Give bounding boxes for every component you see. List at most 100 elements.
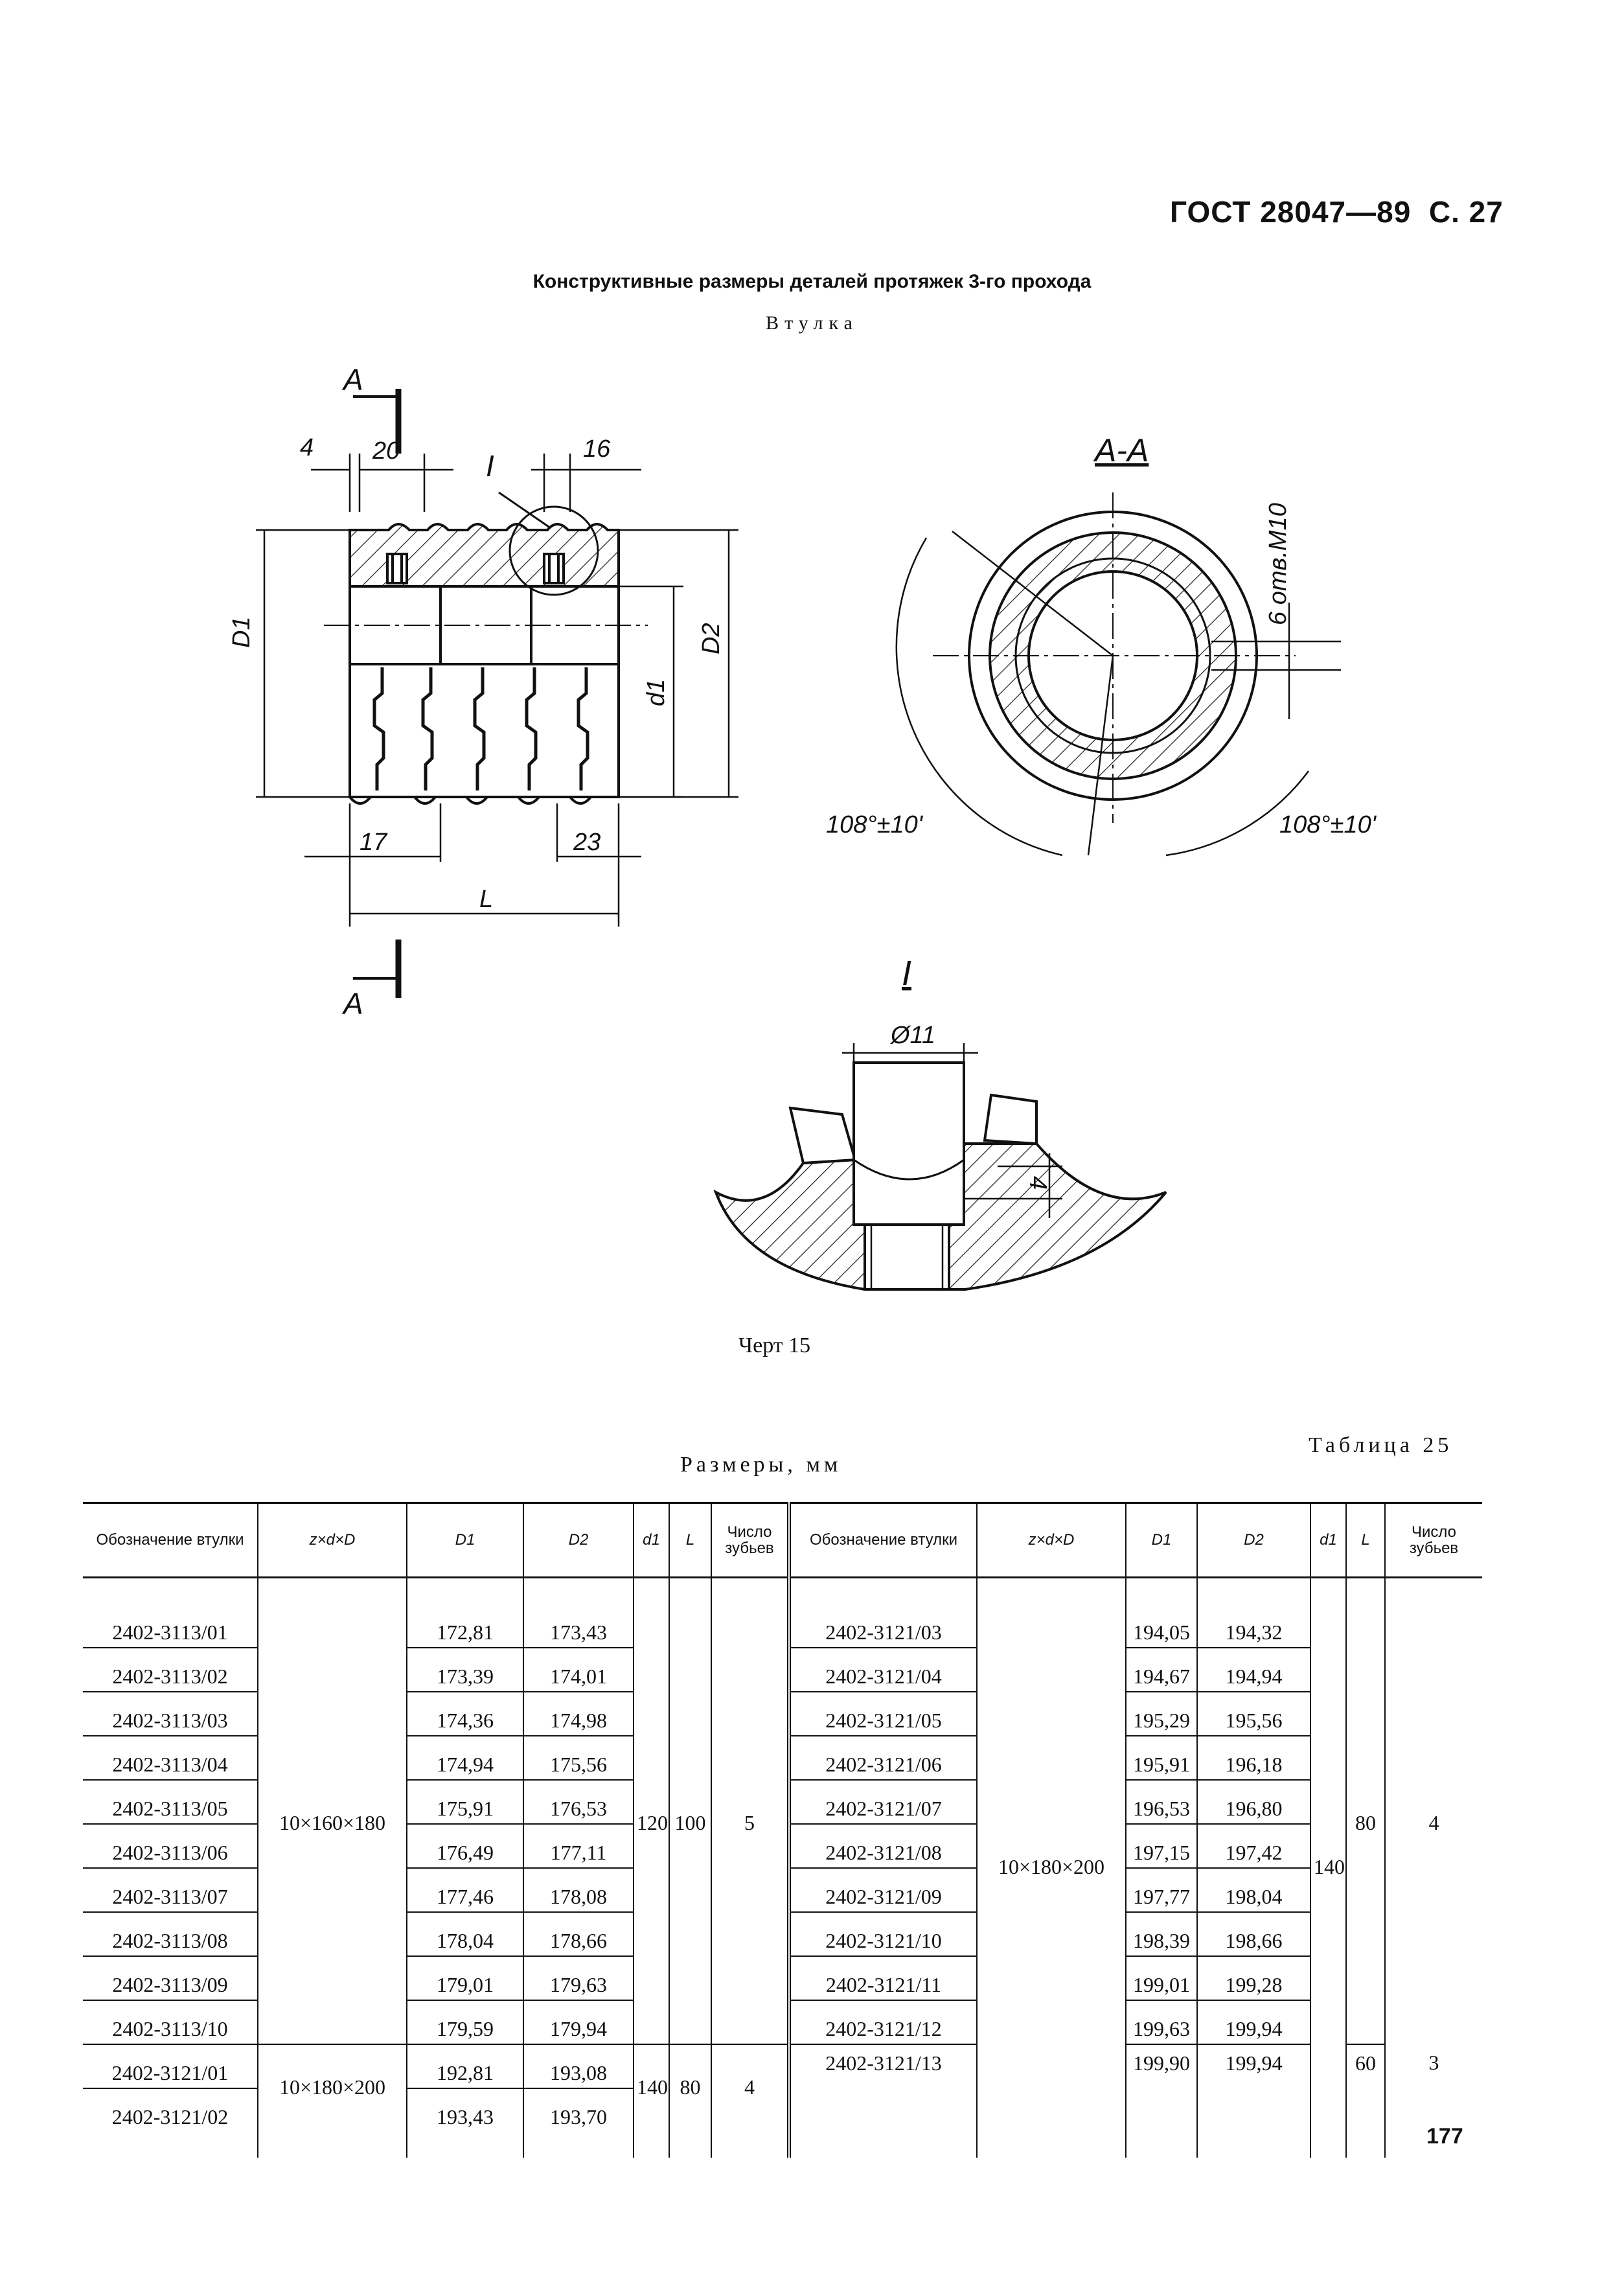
D1-cell: 199,90 [1125,2044,1198,2132]
section-mark-top: А [341,363,363,397]
zdD-group1: 10×160×180 [257,1604,407,2045]
dim-4: 4 [300,434,314,461]
D2-cell: 198,04 [1196,1868,1311,1913]
page-header: ГОСТ 28047—89 С. 27 [1170,194,1504,229]
designation-cell: 2402-3121/13 [788,2044,978,2132]
designation-cell: 2402-3121/06 [788,1736,978,1781]
col-designation-2: Обозначение втулки [788,1502,978,1578]
D2-cell: 179,94 [523,2000,634,2045]
detail-depth: 4 [1024,1176,1051,1190]
page-ref: С. 27 [1428,195,1504,229]
teeth-groupB: 3 [1384,2044,1482,2132]
designation-cell: 2402-3121/12 [788,2000,978,2045]
d1-group2: 140 [633,2044,670,2132]
angle-right: 108°±10' [1279,811,1377,838]
table-row: 2402-3113/02 173,39 174,01 2402-3121/04 … [83,1648,1482,1692]
designation-cell: 2402-3113/01 [83,1604,258,1648]
dim-D2: D2 [698,623,725,654]
D2-cell: 196,18 [1196,1736,1311,1781]
L-groupB: 60 [1345,2044,1386,2132]
col-teeth: Число зубьев [711,1502,791,1578]
D1-cell: 194,67 [1125,1648,1198,1692]
D2-cell: 199,94 [1196,2044,1311,2132]
D1-cell: 177,46 [406,1868,524,1913]
D2-cell: 198,66 [1196,1912,1311,1957]
d1-group1: 120 [633,1604,670,2045]
col-D2-2: D2 [1196,1502,1311,1578]
table-row: 2402-3113/03 174,36 174,98 2402-3121/05 … [83,1692,1482,1736]
detail-view-labels: I Ø11 4 [889,954,1051,1190]
D2-cell: 199,28 [1196,1956,1311,2001]
table-row: 2402-3121/01 10×180×200 192,81 193,08 14… [83,2044,1482,2132]
table-row: 2402-3113/08 178,04 178,66 2402-3121/10 … [83,1912,1482,1957]
D2-cell: 176,53 [523,1780,634,1825]
D2-cell: 173,43 [523,1604,634,1648]
teeth-groupA: 4 [1384,1604,1482,2044]
detail-view-title: I [902,954,911,993]
section-view [895,492,1341,857]
col-d1-2: d1 [1310,1502,1347,1578]
D1-cell: 175,91 [406,1780,524,1825]
table-row: 2402-3113/09 179,01 179,63 2402-3121/11 … [83,1956,1482,2001]
standard-code: ГОСТ 28047—89 [1170,195,1412,229]
D1-cell: 196,53 [1125,1780,1198,1825]
designation-cell: 2402-3121/04 [788,1648,978,1692]
part-subtitle: Втулка [766,312,858,334]
D1-cell: 174,94 [406,1736,524,1781]
dim-16: 16 [583,435,611,463]
D1-cell: 195,91 [1125,1736,1198,1781]
designation-cell: 2402-3121/01 [83,2044,258,2089]
designation-cell: 2402-3113/10 [83,2000,258,2045]
D2-cell: 194,94 [1196,1648,1311,1692]
col-d1: d1 [633,1502,670,1578]
D1-cell: 176,49 [406,1824,524,1869]
dim-17: 17 [360,829,388,856]
D1-cell: 178,04 [406,1912,524,1957]
col-D1-2: D1 [1125,1502,1198,1578]
table-row: 2402-3113/10 179,59 179,94 2402-3121/12 … [83,2000,1482,2045]
table-row: 2402-3113/07 177,46 178,08 2402-3121/09 … [83,1868,1482,1913]
D1-cell: 174,36 [406,1692,524,1736]
dim-20: 20 [372,437,400,465]
designation-cell: 2402-3113/03 [83,1692,258,1736]
D2-cell: 177,11 [523,1824,634,1869]
L-group1: 100 [669,1604,712,2045]
D2-cell: 194,32 [1196,1604,1311,1648]
D2-cell: 174,98 [523,1692,634,1736]
D1-cell: 197,15 [1125,1824,1198,1869]
col-D1: D1 [406,1502,524,1578]
D1-cell: 199,01 [1125,1956,1198,2001]
dim-D1: D1 [228,616,255,648]
dim-d1: d1 [643,679,670,706]
D2-cell: 197,42 [1196,1824,1311,1869]
D2-cell: 179,63 [523,1956,634,2001]
page-title: Конструктивные размеры деталей протяжек … [532,271,1092,292]
zdD-right: 10×180×200 [976,1604,1127,2132]
D2-cell: 196,80 [1196,1780,1311,1825]
D2-cell: 195,56 [1196,1692,1311,1736]
page-number: 177 [1426,2124,1463,2149]
designation-cell: 2402-3121/10 [788,1912,978,1957]
section-view-labels: А-А 6 отв.М10 108°±10' 108°±10' [826,432,1377,838]
D2-cell: 175,56 [523,1736,634,1781]
table-units: Размеры, мм [680,1453,842,1477]
teeth-group1: 5 [711,1604,791,2045]
D1-cell: 173,39 [406,1648,524,1692]
table-row: 2402-3113/06 176,49 177,11 2402-3121/08 … [83,1824,1482,1869]
D1-cell: 179,59 [406,2000,524,2045]
D1-cell: 194,05 [1125,1604,1198,1648]
detail-view [713,1043,1167,1291]
designation-cell: 2402-3113/06 [83,1824,258,1869]
designation-cell: 2402-3121/02 [83,2088,258,2132]
L-groupA: 80 [1345,1604,1386,2045]
col-D2: D2 [523,1502,634,1578]
designation-cell: 2402-3113/05 [83,1780,258,1825]
table-row: 2402-3113/01 10×160×180 172,81 173,43 12… [83,1604,1482,2132]
D1-cell: 197,77 [1125,1868,1198,1913]
designation-cell: 2402-3121/05 [788,1692,978,1736]
col-zdD: z×d×D [257,1502,407,1578]
D1-cell: 192,81 [406,2044,524,2089]
designation-cell: 2402-3121/03 [788,1604,978,1648]
col-L-2: L [1345,1502,1386,1578]
designation-cell: 2402-3113/09 [83,1956,258,2001]
